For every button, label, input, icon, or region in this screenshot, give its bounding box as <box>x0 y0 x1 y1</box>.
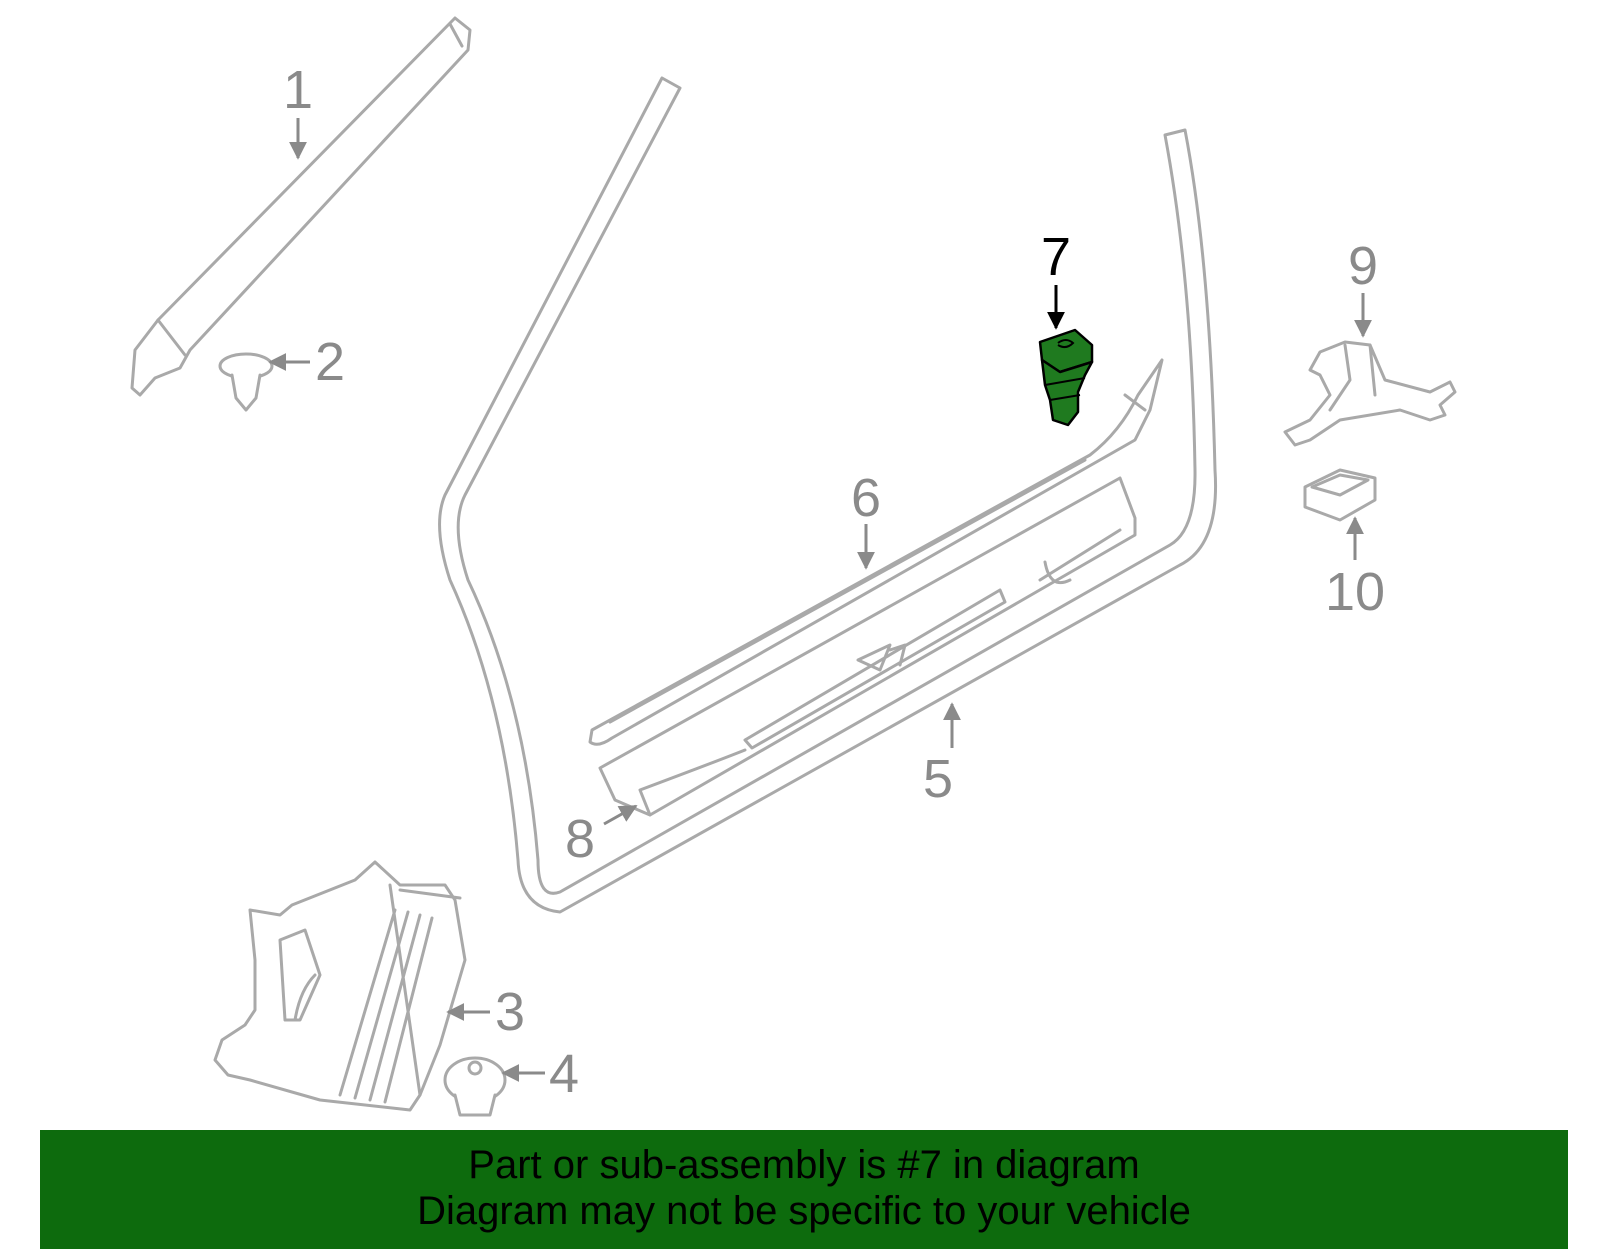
callout-8: 8 <box>565 809 595 869</box>
callout-7[interactable]: 7 <box>1041 227 1071 287</box>
callout-9: 9 <box>1348 236 1378 296</box>
callout-5: 5 <box>923 749 953 809</box>
callout-2: 2 <box>315 332 345 392</box>
info-banner: Part or sub-assembly is #7 in diagram Di… <box>40 1130 1568 1249</box>
part-9-bracket <box>1283 340 1457 447</box>
leader-lines <box>268 118 1372 1082</box>
banner-line-part: Part or sub-assembly is #7 in diagram <box>468 1143 1140 1187</box>
callout-3: 3 <box>495 982 525 1042</box>
part-1-pillar-trim <box>130 16 472 397</box>
callout-10: 10 <box>1325 562 1385 622</box>
part-7-retainer-highlighted[interactable] <box>1038 328 1094 427</box>
part-4-push-clip <box>443 1056 507 1117</box>
part-5-weatherstrip <box>438 76 1218 914</box>
banner-line-disclaimer: Diagram may not be specific to your vehi… <box>417 1189 1191 1233</box>
callout-4: 4 <box>549 1044 579 1104</box>
part-2-clip <box>218 352 274 412</box>
callout-6: 6 <box>851 468 881 528</box>
parts-diagram: 1 2 3 4 5 6 7 8 9 10 <box>130 16 1457 1117</box>
part-8-sill-insert <box>598 476 1137 817</box>
callout-1: 1 <box>283 60 313 120</box>
part-3-kick-panel <box>213 860 467 1112</box>
part-10-plug <box>1303 468 1377 522</box>
part-6-scuff-plate <box>588 358 1164 746</box>
